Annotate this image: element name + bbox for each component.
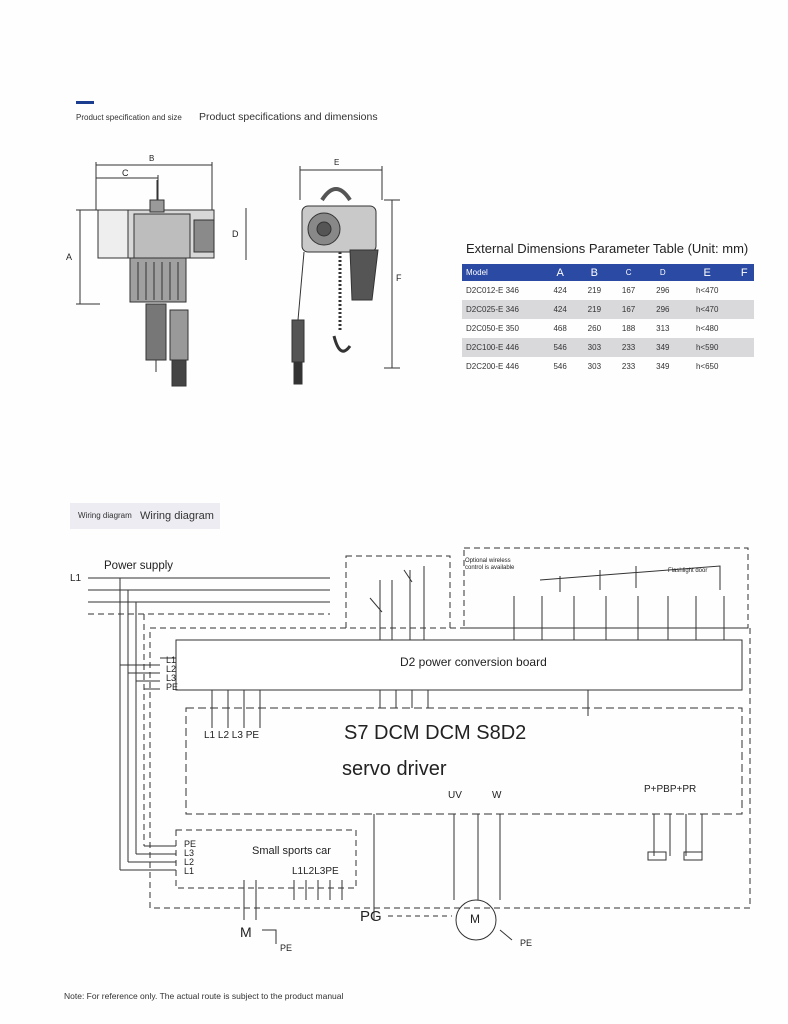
table-cell: 219 bbox=[587, 286, 602, 295]
footnote: Note: For reference only. The actual rou… bbox=[64, 991, 344, 1001]
dimension-table: Model A B C D E F D2C012-E 346 424 219 1… bbox=[462, 264, 754, 376]
board-terminal-l1: L1 bbox=[166, 655, 177, 665]
car-motor-label: M bbox=[240, 924, 252, 940]
table-cell: 424 bbox=[543, 300, 578, 319]
table-cell: 349 bbox=[656, 362, 670, 371]
table-cell: 546 bbox=[543, 338, 578, 357]
table-row: D2C012-E 346 424 219 167 296 h<470 bbox=[462, 281, 754, 300]
table-cell: 233 bbox=[621, 362, 636, 371]
table-cell: 546 bbox=[553, 362, 567, 371]
pg-encoder-label: PG bbox=[360, 908, 382, 925]
header-accent-bar bbox=[76, 101, 94, 104]
table-cell: 188 bbox=[621, 324, 636, 333]
flashlight-door-label: Flashlight door bbox=[668, 568, 708, 574]
line-l1-label: L1 bbox=[70, 573, 82, 584]
wireless-note: Optional wireless control is available bbox=[465, 558, 515, 571]
col-b: B bbox=[577, 264, 612, 281]
wiring-header-title: Wiring diagram bbox=[140, 510, 214, 522]
table-cell: 303 bbox=[577, 338, 612, 357]
table-cell bbox=[734, 300, 754, 319]
car-output-terminals: L1L2L3PE bbox=[292, 866, 339, 877]
table-cell: h<590 bbox=[679, 338, 735, 357]
col-a: A bbox=[543, 264, 578, 281]
terminal-uv: UV bbox=[448, 790, 462, 801]
col-e: E bbox=[679, 264, 735, 281]
power-supply-label: Power supply bbox=[104, 560, 174, 572]
table-row: D2C050-E 350 468 260 188 313 h<480 bbox=[462, 319, 754, 338]
table-cell: 303 bbox=[587, 362, 602, 371]
col-f: F bbox=[734, 264, 754, 281]
dim-label-c: C bbox=[122, 168, 129, 178]
hoist-motor-label: M bbox=[470, 912, 480, 926]
table-cell: h<480 bbox=[695, 324, 719, 333]
table-cell: 233 bbox=[611, 338, 646, 357]
board-terminal-l2: L2 bbox=[166, 664, 177, 674]
table-cell: h<470 bbox=[679, 300, 735, 319]
table-cell: 260 bbox=[587, 324, 602, 333]
driver-terminals: L1 L2 L3 PE bbox=[204, 730, 260, 741]
wiring-header-box bbox=[70, 503, 220, 529]
car-motor-pe: PE bbox=[280, 943, 293, 953]
table-cell: 313 bbox=[656, 324, 670, 333]
table-cell: D2C050-E 350 bbox=[466, 324, 519, 333]
table-cell: D2C012-E 346 bbox=[466, 286, 519, 295]
dimension-table-header: Model A B C D E F bbox=[462, 264, 754, 281]
car-terminal-l3: L3 bbox=[184, 848, 195, 858]
table-cell: 296 bbox=[656, 286, 670, 295]
table-cell: 296 bbox=[645, 300, 680, 319]
wiring-header-small: Wiring diagram bbox=[78, 511, 132, 520]
col-d: D bbox=[645, 264, 680, 281]
dim-label-e: E bbox=[334, 158, 340, 167]
board-terminal-l3: L3 bbox=[166, 673, 177, 683]
driver-name: servo driver bbox=[342, 758, 447, 780]
dim-label-d: D bbox=[232, 229, 239, 239]
driver-model: S7 DCM DCM S8D2 bbox=[344, 722, 527, 744]
board-terminal-pe: PE bbox=[166, 682, 179, 692]
table-cell: 167 bbox=[611, 300, 646, 319]
table-cell: D2C025-E 346 bbox=[462, 300, 543, 319]
terminal-w: W bbox=[492, 790, 502, 801]
car-terminal-l2: L2 bbox=[184, 857, 195, 867]
table-row: D2C025-E 346 424 219 167 296 h<470 bbox=[462, 300, 754, 319]
table-cell: 167 bbox=[621, 286, 636, 295]
table-cell: h<650 bbox=[695, 362, 719, 371]
table-row: D2C100-E 446 546 303 233 349 h<590 bbox=[462, 338, 754, 357]
table-cell: 468 bbox=[553, 324, 567, 333]
table-row: D2C200-E 446 546 303 233 349 h<650 bbox=[462, 357, 754, 376]
dim-label-a: A bbox=[66, 252, 73, 262]
header-title: Product specifications and dimensions bbox=[199, 111, 378, 123]
table-cell: h<470 bbox=[695, 286, 719, 295]
dimension-table-title: External Dimensions Parameter Table (Uni… bbox=[466, 241, 749, 256]
table-cell: D2C100-E 446 bbox=[462, 338, 543, 357]
col-model: Model bbox=[462, 264, 543, 281]
table-cell: D2C200-E 446 bbox=[466, 362, 519, 371]
small-sports-car-label: Small sports car bbox=[252, 845, 331, 857]
header-small-title: Product specification and size bbox=[76, 113, 182, 122]
table-cell: 424 bbox=[553, 286, 567, 295]
car-terminal-pe: PE bbox=[184, 839, 197, 849]
table-cell: 219 bbox=[577, 300, 612, 319]
table-cell: 349 bbox=[645, 338, 680, 357]
brake-terminals: P+PBP+PR bbox=[644, 784, 697, 795]
car-terminal-l1: L1 bbox=[184, 866, 195, 876]
dim-label-f: F bbox=[396, 273, 402, 283]
hoist-motor-pe: PE bbox=[520, 938, 533, 948]
power-board-label: D2 power conversion board bbox=[400, 655, 547, 669]
table-cell bbox=[734, 338, 754, 357]
col-c: C bbox=[611, 264, 646, 281]
dim-label-b: B bbox=[149, 154, 155, 163]
